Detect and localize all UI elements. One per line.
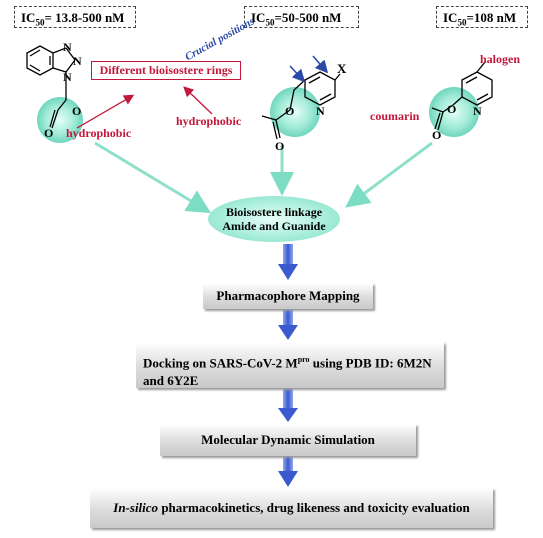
atom-o-ester-right: O — [447, 102, 457, 116]
blue-arrow-left — [289, 65, 306, 83]
ic50-label-1: IC50= 13.8-500 nM — [14, 6, 136, 28]
atom-n-right: N — [73, 54, 82, 68]
flow-arrow-3 — [278, 388, 298, 422]
red-arrow-right — [183, 86, 213, 115]
pharmacophore-mapping-step: Pharmacophore Mapping — [203, 283, 373, 309]
atom-n-top: N — [63, 40, 72, 54]
x-substituent-label: X — [337, 61, 347, 76]
flow-arrow-2 — [278, 309, 298, 340]
glow-circle-left — [37, 97, 83, 143]
teal-arrow-right — [345, 141, 433, 208]
atom-o-ester-left: O — [72, 104, 82, 118]
ic50-label-2: IC50=50-500 nM — [244, 6, 359, 28]
blue-arrow-right — [312, 55, 329, 74]
ic50-label-3: IC50=108 nM — [436, 6, 528, 28]
benzotriazole-structure — [26, 45, 76, 129]
hydrophobic-label-left: hydrophobic — [66, 126, 132, 140]
glow-circle-mid — [270, 87, 320, 137]
molecular-dynamics-step: Molecular Dynamic Simulation — [160, 424, 416, 456]
atom-o-carbonyl-right: O — [432, 128, 442, 142]
flow-arrow-4 — [278, 456, 298, 487]
linkage-line-1: Bioisostere linkage — [225, 205, 323, 219]
atom-o-carbonyl-mid: O — [275, 139, 285, 153]
insilico-evaluation-step: In-silico pharmacokinetics, drug likenes… — [90, 488, 493, 528]
atom-o-ester-mid: O — [285, 104, 295, 118]
atom-n-mid: N — [316, 104, 325, 118]
atom-n-right-ring: N — [473, 104, 482, 118]
flow-arrow-1 — [278, 244, 298, 280]
atom-n-bottom: N — [63, 70, 72, 84]
halogen-pyridine-structure — [431, 61, 493, 131]
teal-arrow-left — [94, 141, 212, 214]
docking-step: Docking on SARS-CoV-2 Mpro using PDB ID:… — [136, 342, 444, 388]
hydrophobic-label-mid: hydrophobic — [176, 114, 242, 128]
coumarin-label: coumarin — [370, 109, 420, 123]
halogen-label: halogen — [480, 52, 521, 66]
bioisostere-linkage-node: Bioisostere linkage Amide and Guanide — [208, 196, 340, 242]
red-arrow-left — [76, 94, 135, 129]
atom-o-carbonyl-left: O — [44, 126, 54, 140]
linkage-line-2: Amide and Guanide — [222, 219, 326, 233]
different-bioisostere-rings-box: Different bioisostere rings — [91, 61, 241, 80]
